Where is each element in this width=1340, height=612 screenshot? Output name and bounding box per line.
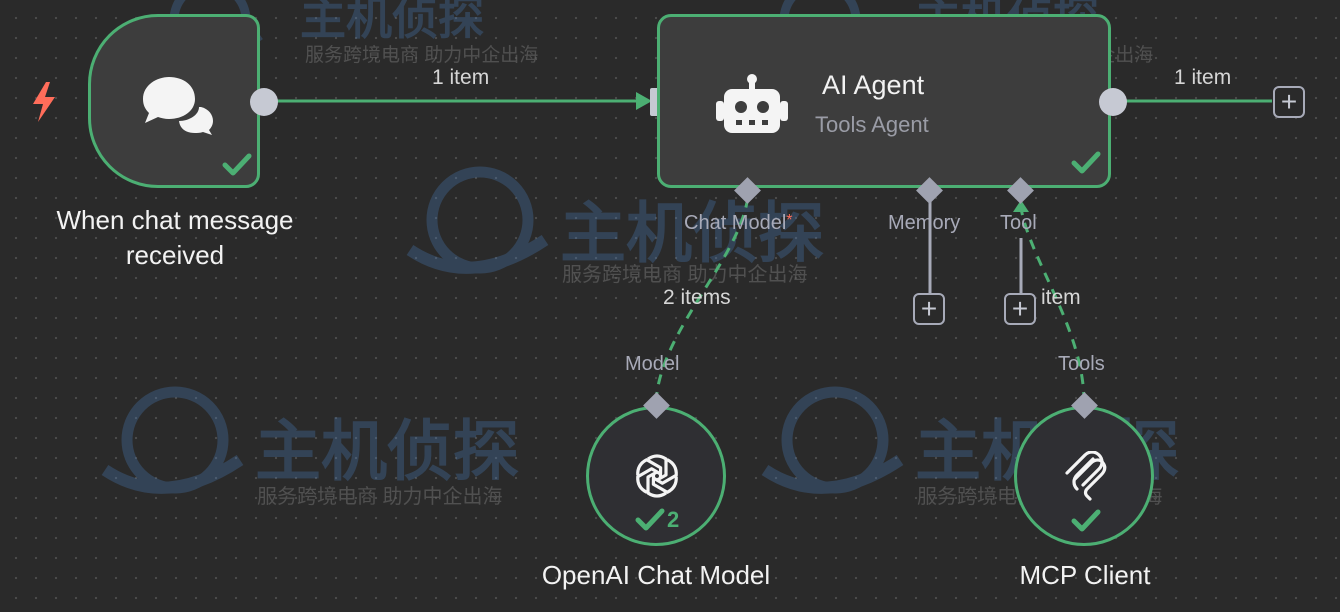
robot-icon: [716, 74, 788, 133]
node-label-mcp: MCP Client: [1019, 560, 1151, 590]
node-ai-agent[interactable]: AI Agent Tools Agent: [657, 14, 1111, 188]
plus-icon: +: [1280, 86, 1298, 117]
node-label-chat-trigger: When chat message received: [56, 205, 294, 270]
mcp-icon: [1065, 451, 1107, 501]
edge-tools-to-agent[interactable]: [1019, 207, 1086, 403]
required-asterisk: *: [786, 212, 793, 229]
success-check-icon: [635, 508, 665, 531]
edge-label-tools-to-agent: item: [1041, 286, 1081, 309]
add-memory-button[interactable]: +: [913, 293, 945, 325]
openai-icon: [636, 454, 678, 498]
edge-label-agent-output: 1 item: [1174, 66, 1232, 89]
edge-label-model-to-agent: 2 items: [663, 286, 731, 309]
success-check-icon: [1071, 509, 1101, 532]
edge-label-trigger-to-agent: 1 item: [432, 66, 490, 89]
add-node-button[interactable]: +: [1273, 86, 1305, 118]
edge-arrowhead: [1013, 200, 1029, 212]
run-count-badge: 2: [635, 507, 679, 533]
node-label-openai: OpenAI Chat Model: [541, 560, 771, 590]
openai-handle-label: Model: [625, 353, 680, 375]
plus-icon: +: [1011, 293, 1029, 324]
success-check-icon: [222, 153, 252, 176]
tool-handle-label: Tool: [1000, 212, 1037, 234]
plus-icon: +: [920, 293, 938, 324]
node-openai-chat-model[interactable]: 2: [586, 406, 726, 546]
node-mcp-client[interactable]: [1014, 406, 1154, 546]
node-title-ai-agent: AI Agent: [822, 70, 925, 100]
chat-model-handle-label: Chat Model*: [684, 212, 793, 235]
chat-model-label-text: Chat Model: [684, 212, 787, 234]
mcp-handle-label: Tools: [1058, 353, 1105, 375]
node-chat-trigger[interactable]: [88, 14, 260, 188]
agent-output-handle[interactable]: [1099, 88, 1127, 116]
success-check-icon: [1071, 151, 1101, 174]
add-tool-button[interactable]: +: [1004, 293, 1036, 325]
chat-bubbles-icon: [143, 77, 213, 135]
memory-handle-label: Memory: [888, 212, 961, 234]
node-subtitle-ai-agent: Tools Agent: [815, 112, 929, 137]
lightning-icon: [33, 82, 55, 122]
edge-arrowhead: [636, 92, 652, 110]
edge-model-to-agent[interactable]: [654, 195, 750, 403]
trigger-output-handle[interactable]: [250, 88, 278, 116]
run-count: 2: [667, 507, 680, 532]
